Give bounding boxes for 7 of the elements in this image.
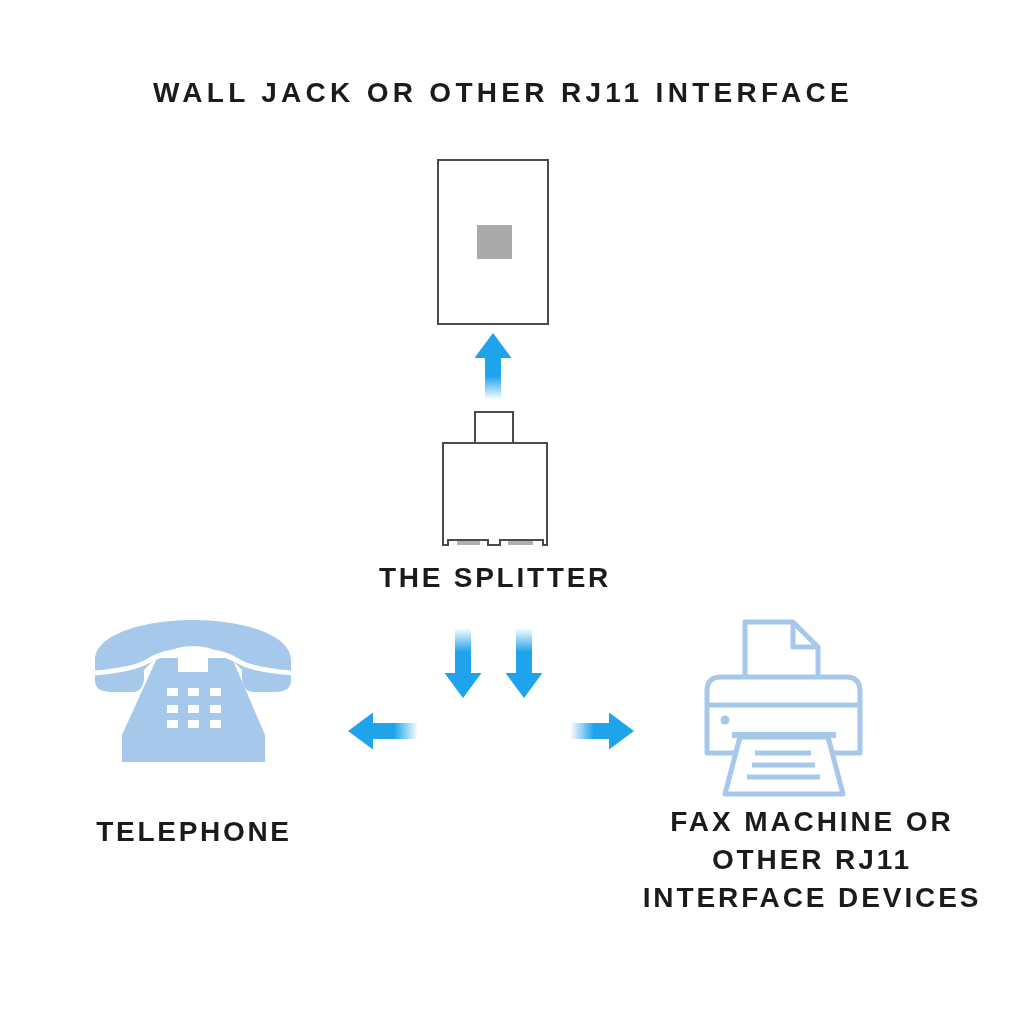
telephone-label: TELEPHONE [96, 816, 292, 848]
splitter-label: THE SPLITTER [378, 562, 612, 594]
arrow [474, 333, 512, 400]
jack-label: WALL JACK OR OTHER RJ11 INTERFACE [153, 77, 853, 109]
arrow [348, 712, 418, 750]
device-label: FAX MACHINE OR OTHER RJ11 INTERFACE DEVICES [641, 805, 983, 915]
arrow [570, 712, 634, 750]
